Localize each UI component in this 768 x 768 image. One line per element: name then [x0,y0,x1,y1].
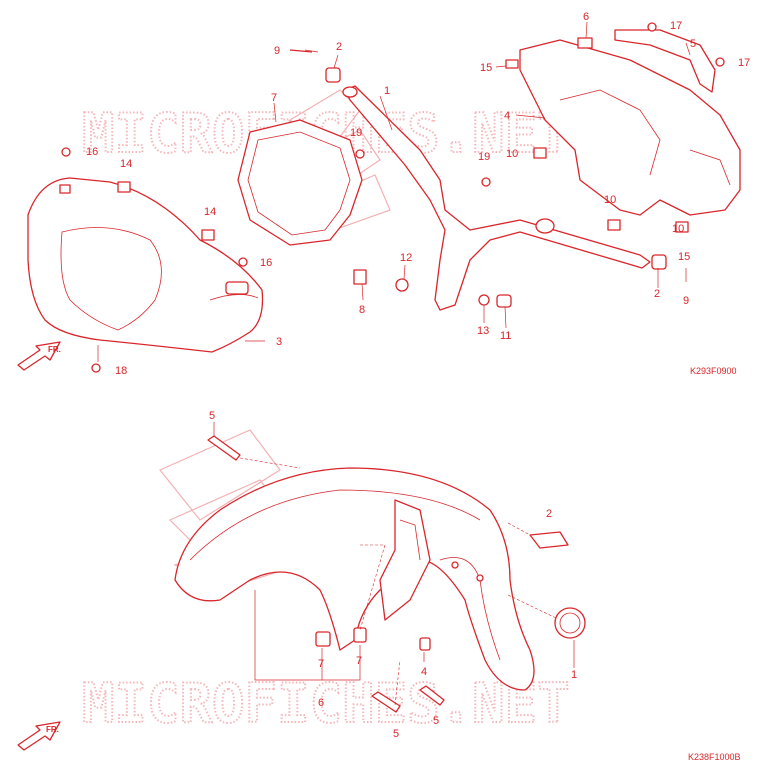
bottom-alignment-lines [239,457,557,706]
svg-text:12: 12 [400,252,412,264]
top-small-parts [61,22,725,373]
reflector [554,607,586,639]
svg-text:17: 17 [738,57,750,69]
svg-text:3: 3 [276,336,282,348]
svg-text:17: 17 [670,20,682,32]
handlebar-pipe [342,85,651,311]
clip [529,531,569,549]
svg-text:14: 14 [204,206,216,218]
front-handle-cover [27,177,264,353]
bottom-callouts: 1 2 4 5 5 5 6 7 7 [209,410,577,740]
svg-text:FR.: FR. [46,725,59,734]
svg-text:16: 16 [86,146,98,158]
svg-text:7: 7 [271,92,277,104]
svg-text:2: 2 [336,41,342,53]
meter-cover-strip [614,29,716,93]
svg-text:10: 10 [506,148,518,160]
svg-text:7: 7 [356,655,362,667]
svg-text:1: 1 [384,85,390,97]
bottom-small-parts [207,435,445,713]
top-callouts: 1 2 2 3 4 5 6 7 8 9 9 10 10 10 11 12 13 … [86,11,750,377]
svg-text:19: 19 [350,127,362,139]
svg-text:5: 5 [690,38,696,50]
svg-text:11: 11 [500,330,511,342]
svg-text:6: 6 [583,11,589,23]
svg-text:10: 10 [672,223,684,235]
bottom-leader-lines [213,422,575,681]
svg-text:5: 5 [393,728,399,740]
svg-text:5: 5 [209,410,215,422]
front-direction-arrow-top: FR. [17,341,61,371]
svg-text:7: 7 [318,658,324,670]
svg-text:9: 9 [683,295,689,307]
svg-text:14: 14 [120,158,132,170]
svg-text:5: 5 [433,715,439,727]
rear-handle-cover [519,39,741,216]
svg-text:15: 15 [480,62,492,74]
svg-text:18: 18 [115,365,127,377]
top-leader-lines [97,21,691,362]
svg-text:10: 10 [604,194,616,206]
svg-text:4: 4 [421,666,427,678]
svg-text:2: 2 [654,288,660,300]
front-fender [174,467,535,691]
svg-text:15: 15 [678,251,690,263]
meter-case [237,119,363,246]
svg-text:FR.: FR. [48,345,61,354]
svg-text:9: 9 [274,45,280,57]
svg-text:8: 8 [359,304,365,316]
svg-text:6: 6 [318,697,324,709]
svg-text:2: 2 [546,508,552,520]
watermark-bottom: MICROFICHES.NET [82,672,570,735]
svg-text:1: 1 [571,669,577,681]
svg-text:19: 19 [478,151,490,163]
svg-text:4: 4 [504,110,510,122]
svg-text:13: 13 [477,325,489,337]
diagram-code-top: K293F0900 [690,366,737,376]
diagram-code-bottom: K238F1000B [688,752,741,762]
svg-text:16: 16 [260,257,272,269]
front-direction-arrow-bottom: FR. [17,721,61,751]
